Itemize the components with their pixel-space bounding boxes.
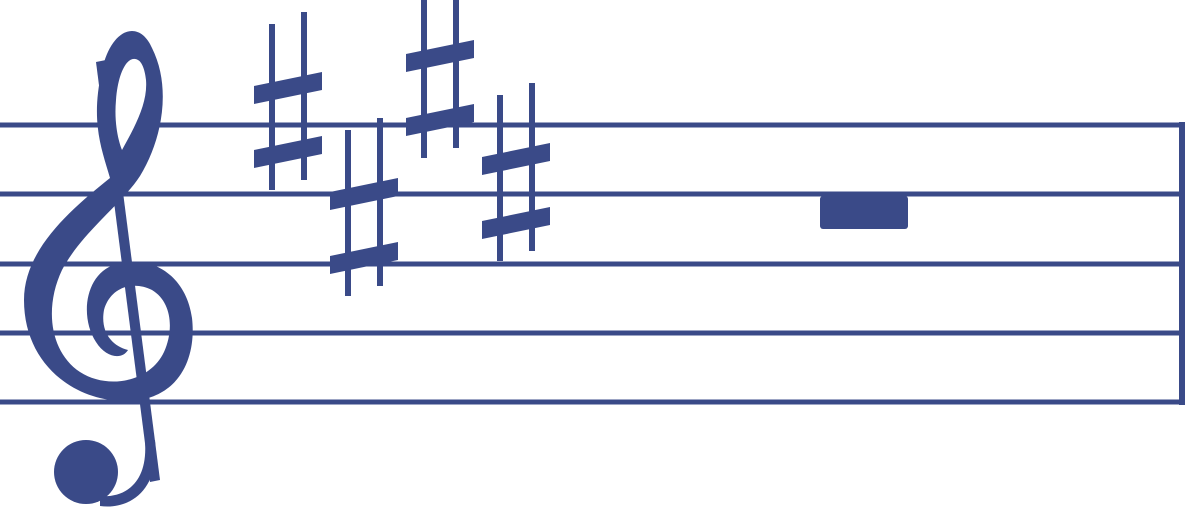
clef-ball (54, 440, 118, 504)
staff-lines (0, 122, 1184, 405)
whole-rest-icon (820, 196, 908, 229)
sharp-f-icon (254, 12, 322, 190)
sharp-c-icon (330, 118, 398, 296)
key-signature (254, 0, 550, 296)
sharp-g-icon (406, 0, 474, 158)
whole-rest (820, 196, 908, 229)
sharp-d-icon (482, 83, 550, 261)
clef-body (24, 30, 193, 402)
clef-upper-loop (115, 58, 147, 151)
clef-tail (100, 440, 156, 507)
treble-clef-icon (24, 30, 193, 507)
clef-stem (96, 60, 160, 482)
